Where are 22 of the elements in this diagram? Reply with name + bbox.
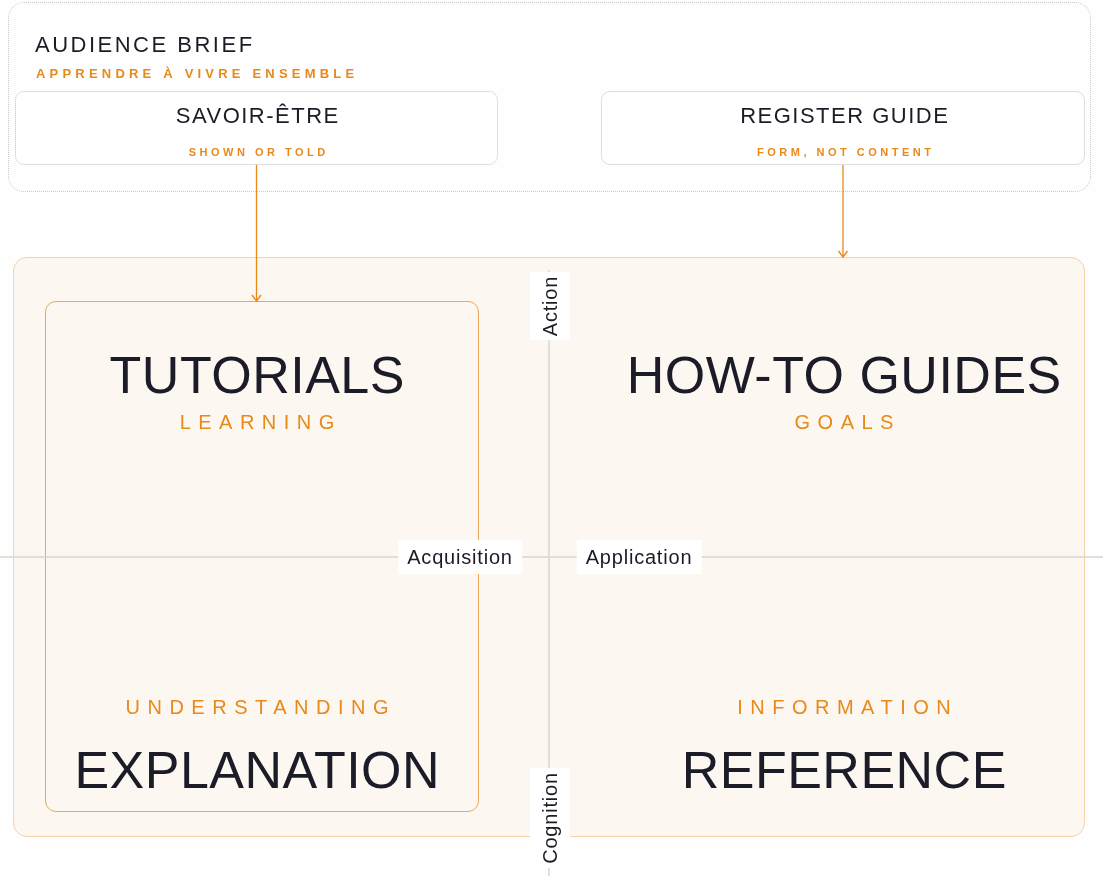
card	[15, 91, 498, 165]
quadrant-subtitle: LEARNING	[178, 410, 342, 434]
group-subtitle: APPRENDRE À VIVRE ENSEMBLE	[36, 66, 359, 82]
group-title: AUDIENCE BRIEF	[35, 31, 255, 59]
axis-label: Action	[530, 271, 570, 341]
card	[601, 91, 1085, 165]
axis-label: Cognition	[530, 768, 570, 868]
quadrant-title: HOW-TO GUIDES	[626, 344, 1062, 406]
quadrant-subtitle: INFORMATION	[736, 695, 959, 719]
card-subtitle: FORM, NOT CONTENT	[756, 146, 935, 160]
quadrant-title: TUTORIALS	[109, 344, 405, 406]
axis-label: Acquisition	[398, 540, 522, 574]
quadrant-subtitle: GOALS	[793, 410, 901, 434]
axis-label: Application	[576, 540, 702, 574]
card-subtitle: SHOWN OR TOLD	[187, 146, 329, 160]
card-title: REGISTER GUIDE	[739, 102, 950, 130]
quadrant-title: EXPLANATION	[73, 739, 441, 801]
card-title: SAVOIR-ÊTRE	[174, 102, 340, 130]
arrow	[837, 164, 849, 258]
arrow	[251, 164, 262, 302]
quadrant-subtitle: UNDERSTANDING	[124, 695, 396, 719]
quadrant-title: REFERENCE	[681, 739, 1007, 801]
